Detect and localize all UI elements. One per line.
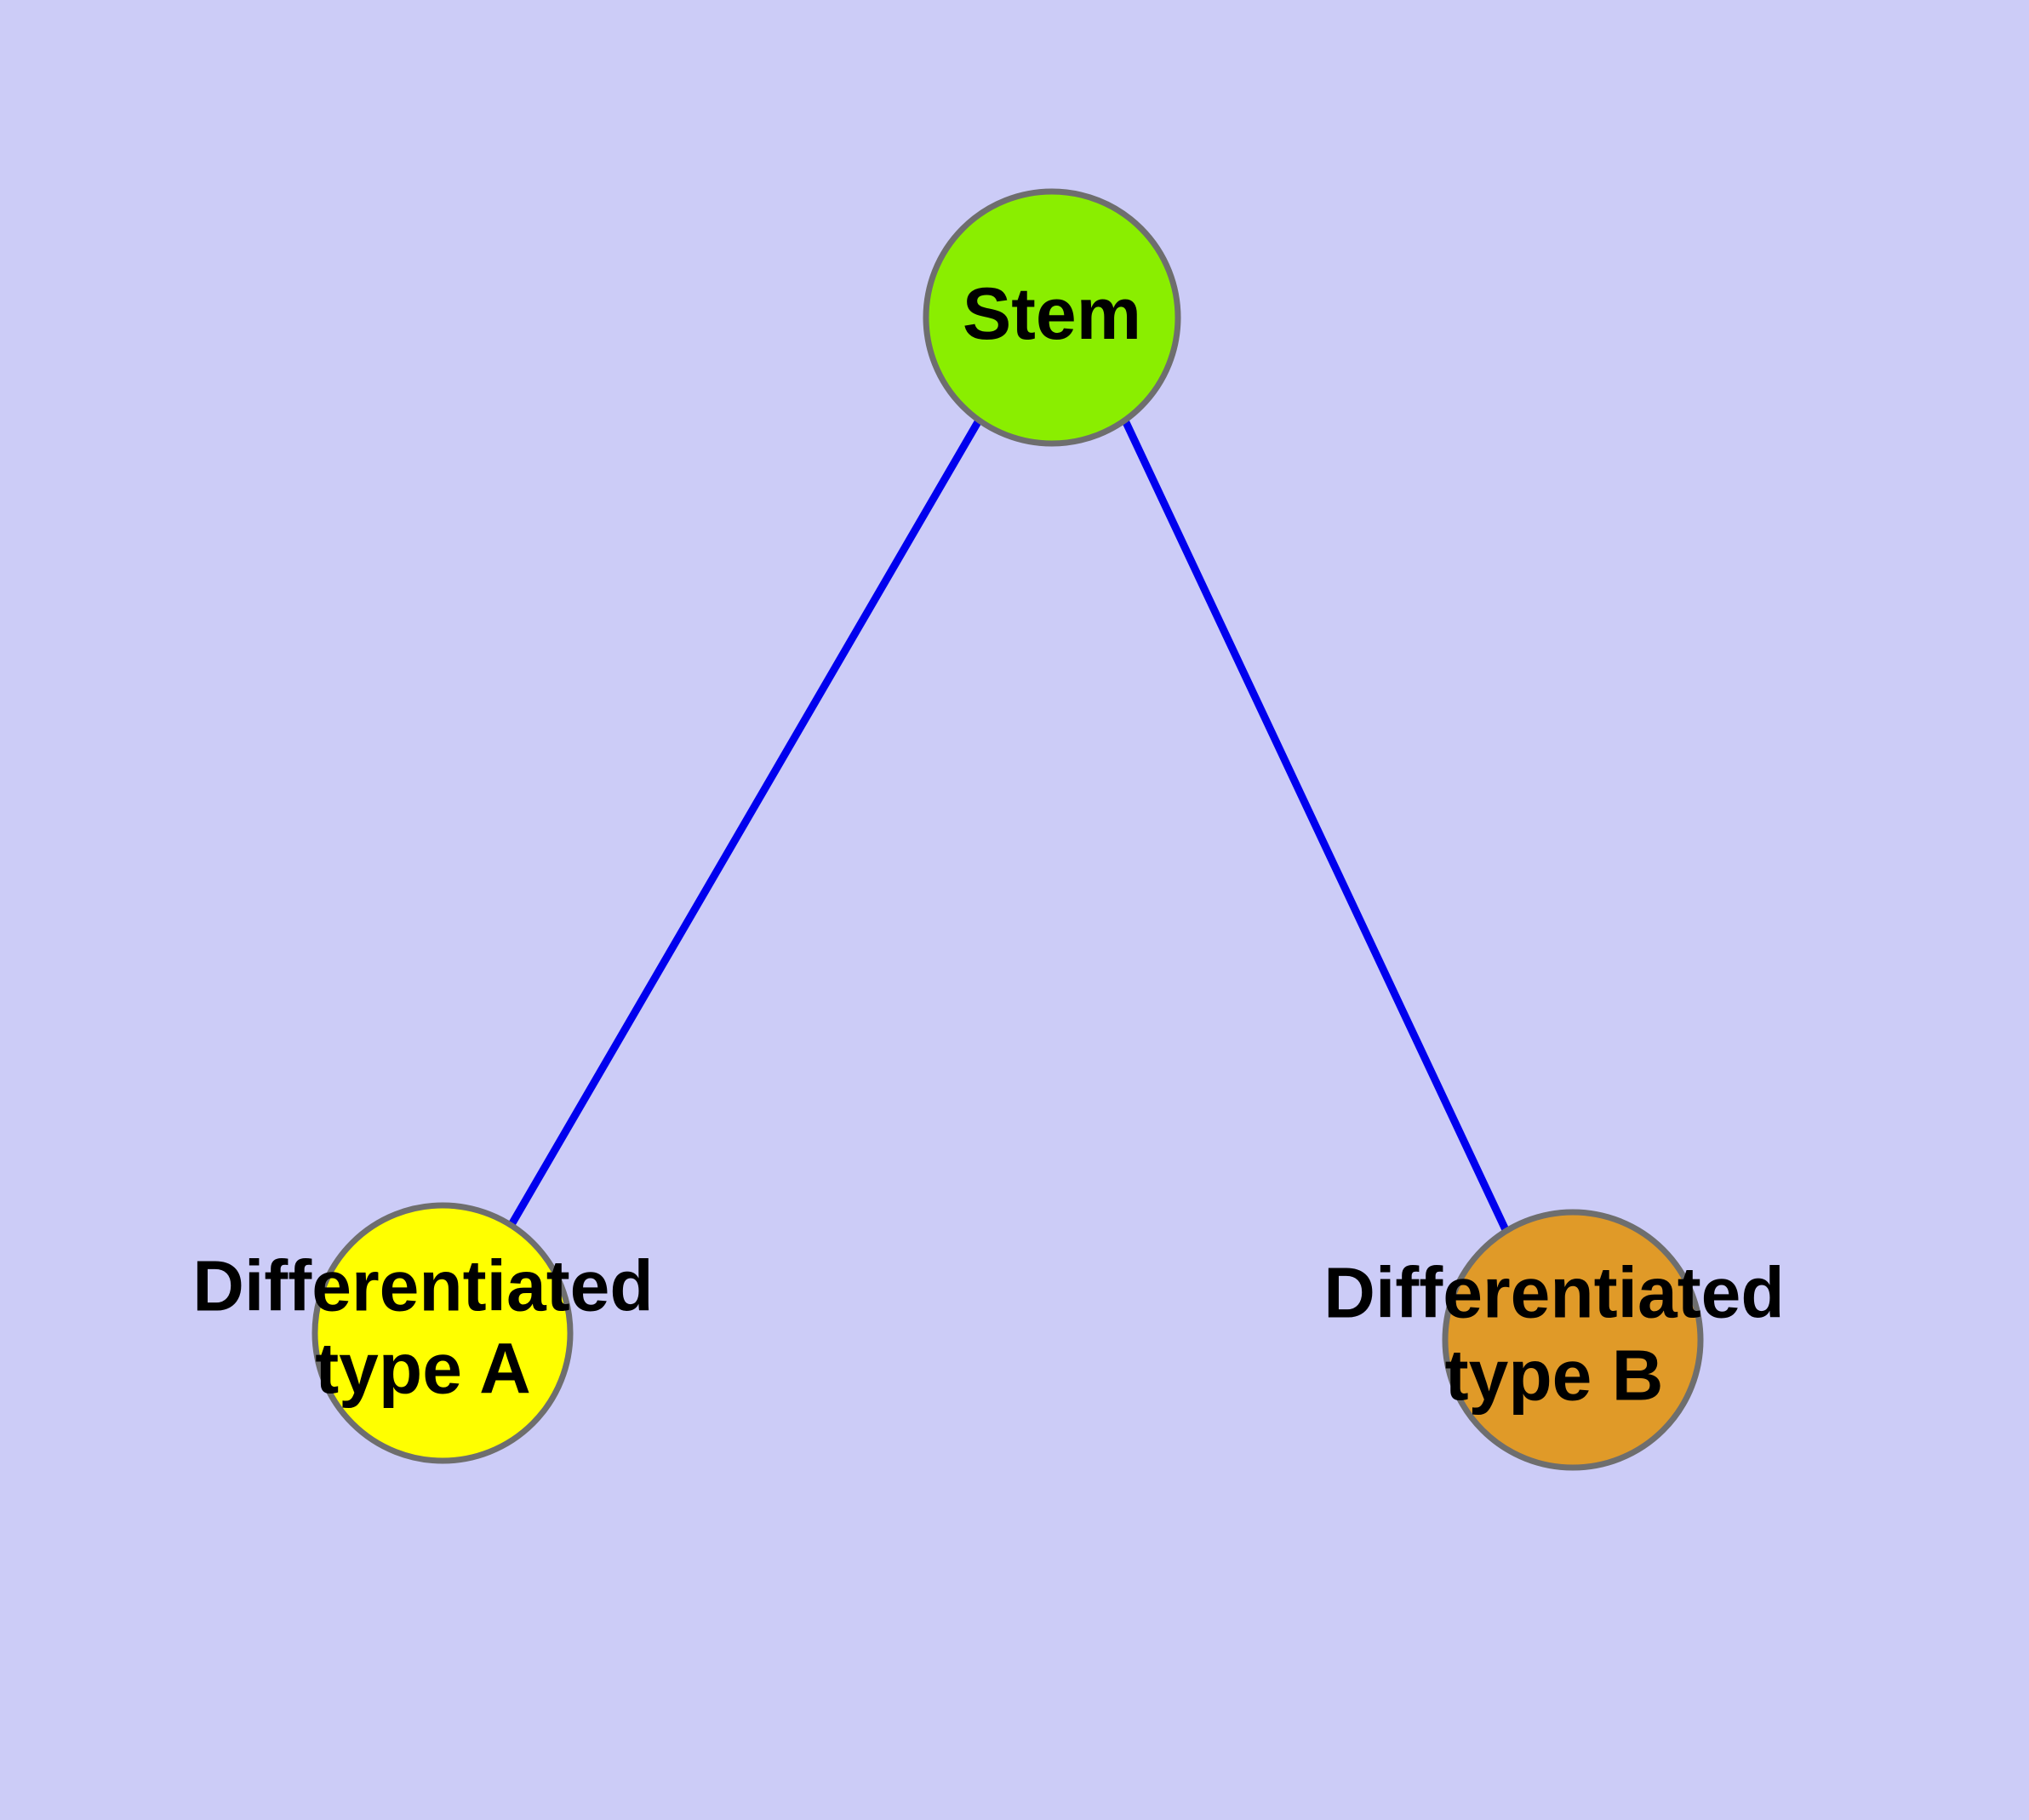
node-differentiated-type-b[interactable] — [1442, 1209, 1704, 1471]
node-differentiated-type-a[interactable] — [311, 1202, 574, 1464]
node-stem[interactable] — [923, 188, 1181, 447]
node-differentiated-type-a-circle[interactable] — [311, 1202, 574, 1464]
edge-layer — [506, 416, 1512, 1238]
edge-stem-to-differentiated-type-b[interactable] — [1121, 416, 1512, 1238]
node-differentiated-type-b-circle[interactable] — [1442, 1209, 1704, 1471]
edge-stem-to-differentiated-type-a[interactable] — [506, 416, 983, 1232]
node-stem-label: Stem — [963, 273, 1141, 355]
node-stem-circle[interactable] — [923, 188, 1181, 447]
node-layer — [311, 188, 1704, 1471]
